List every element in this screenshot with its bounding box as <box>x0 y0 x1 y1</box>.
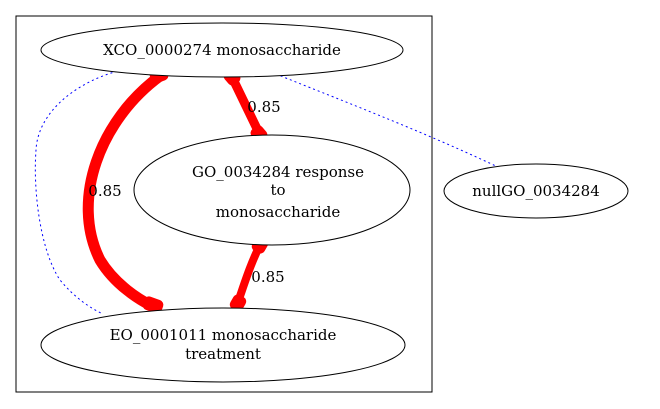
cluster-box <box>15 15 433 393</box>
edge-go-eo-label: 0.85 <box>251 268 284 286</box>
node-eo-label-line2: treatment <box>185 345 261 363</box>
node-nullgo-label: nullGO_0034284 <box>472 182 600 200</box>
edge-xco-eo-label: 0.85 <box>88 182 121 200</box>
node-go-label-line1: GO_0034284 response <box>192 163 364 181</box>
node-go-label-line2: to <box>270 181 285 199</box>
node-go-shape <box>133 134 411 246</box>
edge-xco-go <box>227 72 265 140</box>
node-go-label-line3: monosaccharide <box>216 203 341 221</box>
node-eo-label-line1: EO_0001011 monosaccharide <box>110 326 337 344</box>
edge-xco-go-label: 0.85 <box>247 98 280 116</box>
edge-xco-eo-dotted <box>34 69 123 315</box>
node-xco[interactable]: XCO_0000274 monosaccharide <box>40 22 404 78</box>
node-eo[interactable]: EO_0001011 monosaccharide treatment <box>40 307 406 383</box>
node-nullgo[interactable]: nullGO_0034284 <box>443 163 629 219</box>
node-go[interactable]: GO_0034284 response to monosaccharide <box>133 134 411 246</box>
node-eo-shape <box>40 307 406 383</box>
edge-xco-eo <box>82 70 166 312</box>
node-xco-label: XCO_0000274 monosaccharide <box>103 41 341 59</box>
node-nullgo-shape <box>443 163 629 219</box>
node-xco-shape <box>40 22 404 78</box>
edge-xco-nullgo-dotted <box>275 73 501 169</box>
